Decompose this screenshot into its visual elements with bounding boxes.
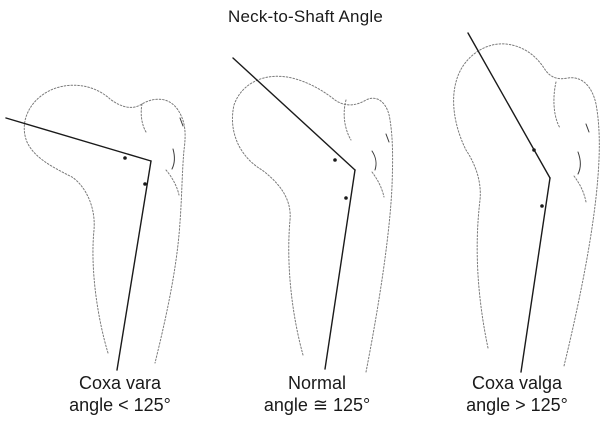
ridge-mark [386,134,389,142]
lesser-trochanter [166,170,179,195]
angle-marker [143,182,147,186]
femur-outline [454,44,600,366]
angle-marker [532,148,536,152]
panel-angle: angle < 125° [40,394,200,416]
femur-coxa-valga [454,33,600,372]
femur-coxa-vara [6,85,185,370]
shaft-axis-line [325,170,355,369]
angle-marker [540,204,544,208]
ridge-mark [586,124,589,132]
panel-name: Normal [237,372,397,394]
panel-angle: angle ≅ 125° [237,394,397,416]
neck-axis-line [6,118,151,161]
caption-normal: Normal angle ≅ 125° [237,372,397,416]
femur-outline [24,85,185,363]
neck-axis-line [468,33,550,178]
trochanter-line [554,82,560,128]
angle-marker [123,156,127,160]
panel-name: Coxa valga [437,372,597,394]
femur-outline [232,76,392,372]
shaft-axis-line [521,178,550,372]
angle-marker [344,196,348,200]
shaft-axis-line [117,161,151,370]
trochanter-line [344,100,351,140]
lesser-trochanter [574,176,586,202]
panel-angle: angle > 125° [437,394,597,416]
ridge-mark [172,149,174,169]
caption-coxa-valga: Coxa valga angle > 125° [437,372,597,416]
neck-axis-line [233,58,355,170]
angle-marker [333,158,337,162]
lesser-trochanter [372,172,384,197]
trochanter-line [141,104,146,132]
ridge-mark [372,151,376,170]
panel-name: Coxa vara [40,372,200,394]
caption-coxa-vara: Coxa vara angle < 125° [40,372,200,416]
ridge-mark [578,152,580,174]
femur-normal [232,58,392,372]
